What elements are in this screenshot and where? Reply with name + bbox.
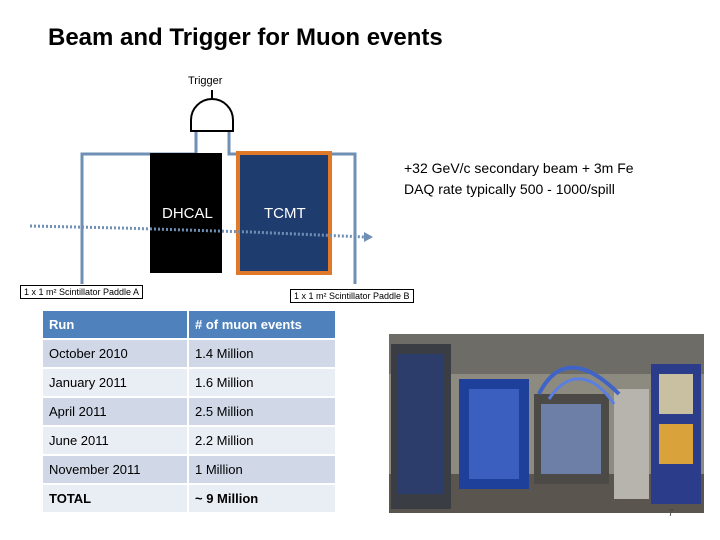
run-cell: June 2011 [43,427,189,456]
trigger-wire-left [80,131,198,284]
dhcal-label: DHCAL [162,205,213,222]
and-gate-icon [190,98,234,132]
table-row: June 2011 2.2 Million [43,427,335,456]
detector-photo [389,334,704,513]
run-cell: January 2011 [43,369,189,398]
paddle-b-label: 1 x 1 m² Scintillator Paddle B [290,289,414,303]
events-cell: 2.5 Million [189,398,335,427]
paddle-a-label: 1 x 1 m² Scintillator Paddle A [20,285,144,299]
run-cell: TOTAL [43,485,189,514]
beam-info-line-1: +32 GeV/c secondary beam + 3m Fe [404,160,634,176]
header-muon-events: # of muon events [189,311,335,340]
table-total-row: TOTAL ~ 9 Million [43,485,335,514]
beam-trigger-diagram [29,90,373,284]
events-cell: ~ 9 Million [189,485,335,514]
beam-arrow-icon [364,232,373,242]
tcmt-block [236,151,332,275]
slide-title: Beam and Trigger for Muon events [48,24,443,51]
table-row: January 2011 1.6 Million [43,369,335,398]
beam-line [29,224,366,239]
run-cell: November 2011 [43,456,189,485]
events-cell: 1.6 Million [189,369,335,398]
header-run: Run [43,311,189,340]
beam-info-line-2: DAQ rate typically 500 - 1000/spill [404,181,615,197]
dhcal-block [150,153,222,273]
run-cell: April 2011 [43,398,189,427]
events-cell: 2.2 Million [189,427,335,456]
events-cell: 1 Million [189,456,335,485]
beam-info: +32 GeV/c secondary beam + 3m Fe DAQ rat… [404,158,634,200]
tcmt-label: TCMT [264,205,306,222]
table-row: November 2011 1 Million [43,456,335,485]
page-number: 7 [668,508,674,519]
muon-events-table: Run # of muon events October 2010 1.4 Mi… [43,311,335,514]
events-cell: 1.4 Million [189,340,335,369]
table-header-row: Run # of muon events [43,311,335,340]
table-row: April 2011 2.5 Million [43,398,335,427]
run-cell: October 2010 [43,340,189,369]
trigger-label: Trigger [188,75,223,87]
table-row: October 2010 1.4 Million [43,340,335,369]
